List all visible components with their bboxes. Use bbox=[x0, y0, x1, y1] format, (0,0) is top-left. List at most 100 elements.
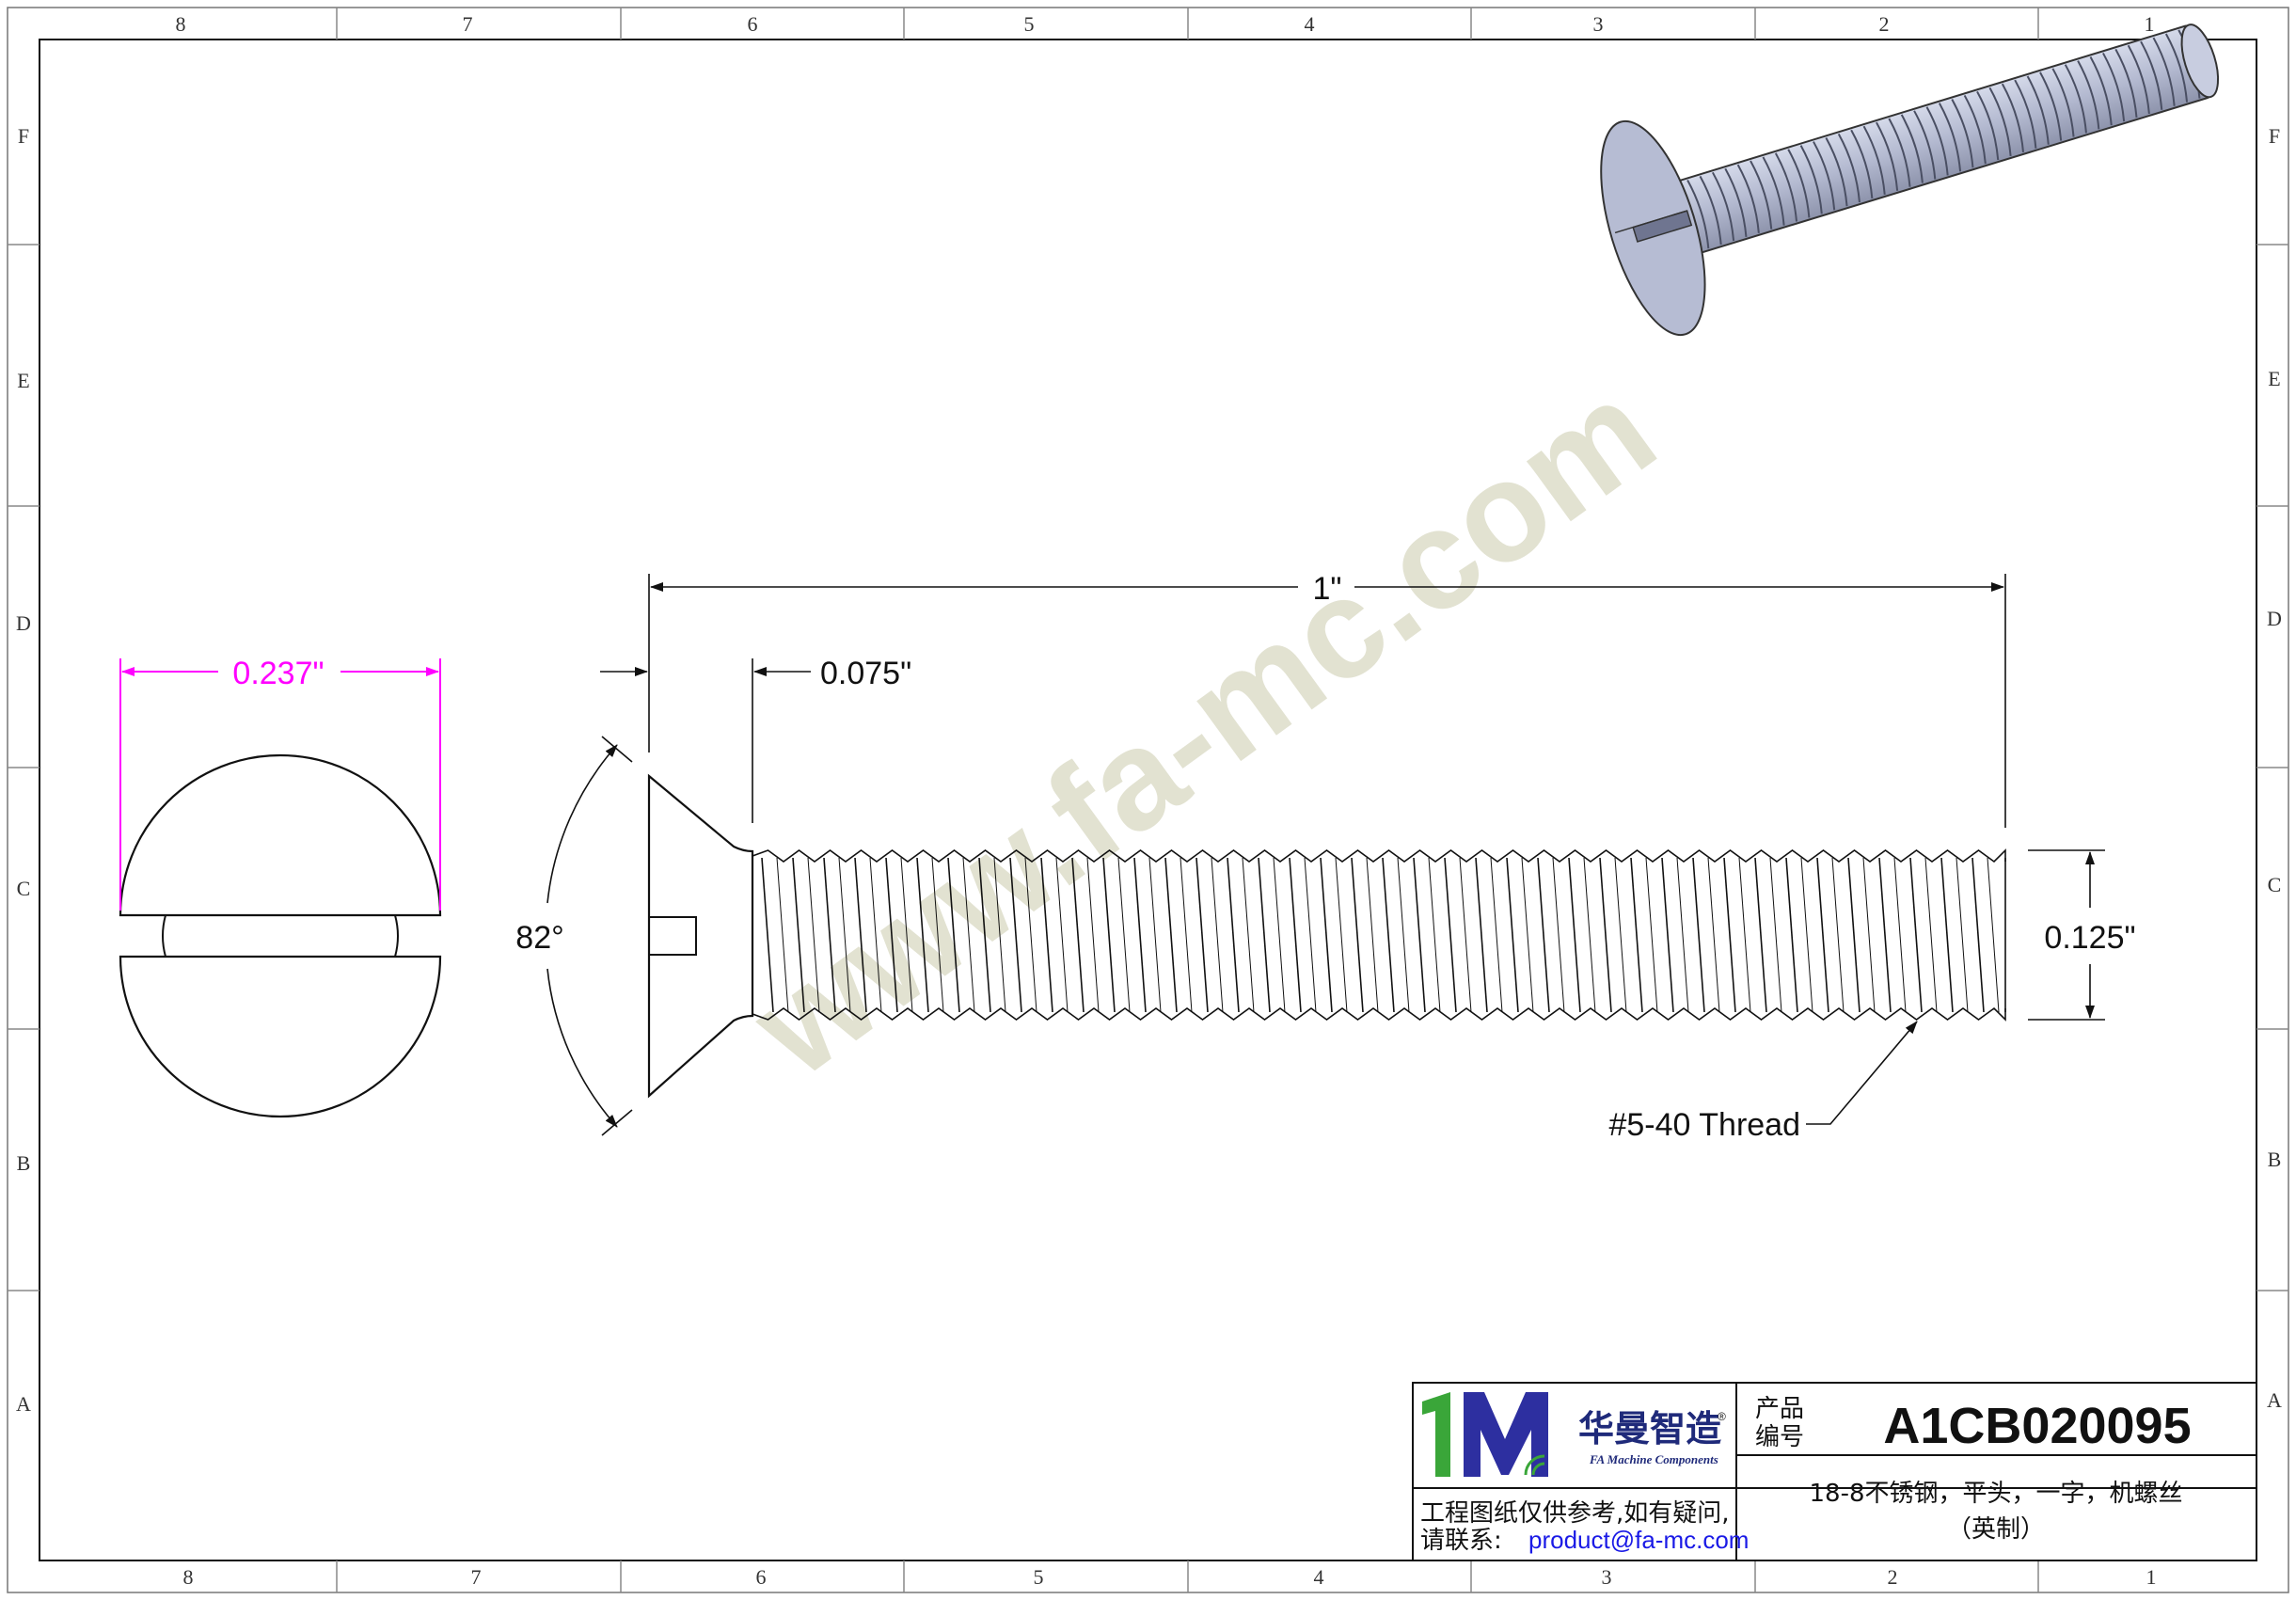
render-thread-line bbox=[2140, 40, 2163, 110]
thread-helix-line bbox=[1211, 857, 1224, 1013]
render-thread-line bbox=[1938, 103, 1962, 172]
thread-helix-line bbox=[1289, 857, 1302, 1013]
thread-profile bbox=[752, 848, 2006, 1022]
product-no-label: 编号 bbox=[1755, 1423, 1804, 1451]
thread-helix-line bbox=[1320, 857, 1333, 1013]
zone-col-label: 2 bbox=[1888, 1565, 1898, 1589]
render-thread-line bbox=[2039, 71, 2063, 141]
zone-row-label: A bbox=[16, 1392, 31, 1416]
render-thread-line bbox=[2001, 83, 2025, 152]
render-thread-line bbox=[1711, 171, 1735, 242]
thread-helix-line bbox=[962, 857, 975, 1013]
render-thread-line bbox=[1862, 125, 1886, 195]
product-description-unit: （英制） bbox=[1947, 1515, 2045, 1544]
render-thread-line bbox=[1750, 160, 1773, 230]
thread-helix-line bbox=[1382, 857, 1395, 1013]
thread-helix-line bbox=[807, 857, 820, 1013]
contact-email-link[interactable]: product@fa-mc.com bbox=[1528, 1526, 1749, 1554]
zone-row-label: E bbox=[17, 369, 29, 392]
end-view-diameter-label: 0.237" bbox=[232, 656, 324, 691]
render-thread-line bbox=[1724, 167, 1748, 237]
zone-col-label: 2 bbox=[1879, 12, 1890, 36]
thread-helix-line bbox=[1227, 857, 1240, 1013]
side-view: 1" 0.075" 82° 0.125" #5-40 Thread bbox=[515, 571, 2135, 1143]
render-thread-line bbox=[1762, 156, 1785, 226]
thread-helix-line bbox=[1583, 857, 1596, 1013]
render-thread-lines bbox=[1686, 29, 2201, 249]
thread-helix-line bbox=[1180, 857, 1193, 1013]
thread-helix-line bbox=[1692, 857, 1705, 1013]
thread-helix-line bbox=[1552, 857, 1565, 1013]
thread-helix-line bbox=[1816, 857, 1829, 1013]
render-thread-line bbox=[1686, 180, 1710, 249]
thread-helix-line bbox=[1133, 857, 1147, 1013]
thread-helix-line bbox=[1148, 857, 1162, 1013]
thread-helix-line bbox=[947, 857, 960, 1013]
zone-row-label: F bbox=[18, 124, 29, 148]
zone-row-label: A bbox=[2267, 1388, 2282, 1412]
render-thread-line bbox=[1787, 149, 1811, 218]
thread-helix-line bbox=[978, 857, 991, 1013]
thread-helix-line bbox=[838, 857, 851, 1013]
zone-row-label: B bbox=[17, 1151, 31, 1175]
thread-helix-line bbox=[1676, 857, 1689, 1013]
watermark-text: www.fa-mc.com bbox=[723, 350, 1682, 1106]
render-thread-line bbox=[1699, 175, 1722, 246]
thread-helix-line bbox=[1444, 857, 1457, 1013]
thread-helix-line bbox=[1909, 857, 1923, 1013]
thread-helix-line bbox=[1630, 857, 1643, 1013]
disclaimer-line-1: 工程图纸仅供参考,如有疑问, bbox=[1420, 1499, 1730, 1528]
thread-helix-line bbox=[1723, 857, 1736, 1013]
render-thread-line bbox=[2114, 48, 2138, 119]
thread-helix-line bbox=[792, 857, 805, 1013]
zone-row-label: D bbox=[16, 611, 31, 635]
zone-col-label: 5 bbox=[1034, 1565, 1044, 1589]
thread-crest-line bbox=[752, 848, 2006, 863]
thread-helix-line bbox=[1055, 857, 1069, 1013]
render-thread-line bbox=[1876, 121, 1899, 191]
render-thread-line bbox=[2102, 52, 2126, 122]
zone-row-label: C bbox=[2268, 873, 2282, 896]
render-thread-line bbox=[1888, 118, 1911, 187]
company-logo: 华曼智造 ® FA Machine Components bbox=[1422, 1392, 1726, 1477]
zone-col-label: 6 bbox=[756, 1565, 767, 1589]
thread-helix-line bbox=[1102, 857, 1116, 1013]
render-thread-line bbox=[2127, 44, 2150, 115]
render-thread-line bbox=[2064, 64, 2087, 134]
thread-helix-line bbox=[1117, 857, 1131, 1013]
zone-row-label: D bbox=[2267, 607, 2282, 630]
thread-helix-line bbox=[1738, 857, 1751, 1013]
thread-helix-line bbox=[1086, 857, 1100, 1013]
end-view: 0.237" bbox=[119, 656, 442, 1118]
thread-helix-line bbox=[1040, 857, 1053, 1013]
product-no-label: 产品 bbox=[1755, 1395, 1804, 1423]
zone-col-label: 8 bbox=[176, 12, 186, 36]
render-thread-line bbox=[2026, 75, 2050, 145]
thread-helix-line bbox=[1971, 857, 1985, 1013]
zone-col-label: 8 bbox=[183, 1565, 194, 1589]
thread-helix-line bbox=[1754, 857, 1767, 1013]
render-thread-line bbox=[1799, 145, 1823, 214]
zone-col-label: 7 bbox=[471, 1565, 482, 1589]
thread-helix-line bbox=[1164, 857, 1178, 1013]
thread-crest-line bbox=[752, 1006, 2006, 1022]
title-block: 华曼智造 ® FA Machine Components 产品 编号 A1CB0… bbox=[1412, 1382, 2257, 1561]
render-thread-line bbox=[1976, 90, 2000, 161]
render-thread-line bbox=[1925, 106, 1949, 176]
thread-helix-line bbox=[1335, 857, 1348, 1013]
isometric-render bbox=[1600, 24, 2220, 337]
thread-helix-line bbox=[1475, 857, 1488, 1013]
thread-helix-line bbox=[1769, 857, 1782, 1013]
registered-mark: ® bbox=[1718, 1410, 1726, 1423]
render-thread-line bbox=[1963, 94, 1987, 165]
thread-helix-line bbox=[1428, 857, 1441, 1013]
thread-helix-line bbox=[1196, 857, 1209, 1013]
render-thread-line bbox=[1988, 87, 2012, 157]
render-thread-line bbox=[1837, 133, 1861, 203]
render-thread-line bbox=[2152, 37, 2176, 106]
thread-helix-line bbox=[854, 857, 867, 1013]
thread-helix-line bbox=[1893, 857, 1907, 1013]
thread-helix-line bbox=[900, 857, 913, 1013]
disclaimer-line-2: 请联系: bbox=[1420, 1527, 1502, 1555]
